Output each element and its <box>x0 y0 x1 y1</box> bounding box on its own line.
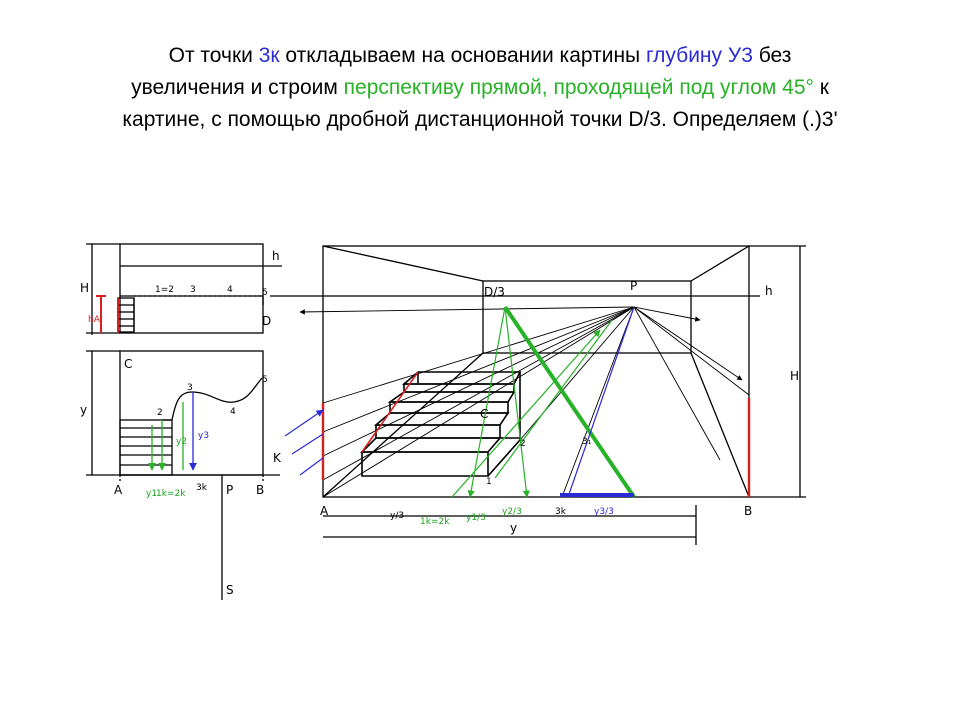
caption-highlight-perspective: перспективу прямой, проходящей под углом… <box>343 76 814 99</box>
label-D-over-3: D/3 <box>484 285 505 299</box>
label-H-small: H <box>80 281 89 295</box>
plan-curve <box>171 377 263 421</box>
left-labels: h H 1=2 3 4 5 D hA C y 2 3 4 5 K A P B S… <box>80 249 282 597</box>
label-K: K <box>273 451 282 465</box>
perspective-view <box>270 245 806 545</box>
label-3k-big: 3k <box>555 507 567 517</box>
caption-line-1: От точки 3к откладываем на основании кар… <box>0 40 960 72</box>
label-hA: hA <box>88 315 101 325</box>
caption-text: без <box>752 44 792 67</box>
label-1k-2k-small: 1k=2k <box>156 489 186 499</box>
caption-text: увеличения и строим <box>131 76 344 99</box>
green-45-degree-line <box>503 305 636 499</box>
label-plan-point-3: 3 <box>187 383 193 393</box>
label-plan-point-2: 2 <box>157 408 163 418</box>
stairs-plan <box>119 419 173 476</box>
label-y1-over-3: y1/3 <box>466 513 486 523</box>
plan-view <box>86 350 280 600</box>
label-C-big: C <box>480 407 488 421</box>
label-y3-over-3: y3/3 <box>594 507 614 517</box>
caption-highlight-3k: 3к <box>258 44 280 67</box>
label-B-small: B <box>256 483 264 497</box>
label-A-small: A <box>114 483 123 497</box>
caption-line-2: увеличения и строим перспективу прямой, … <box>0 72 960 104</box>
caption-text: откладываем на основании картины <box>279 44 646 67</box>
label-y-big: y <box>510 521 517 535</box>
blue-depth-line <box>567 306 635 498</box>
label-point-5: 5 <box>262 288 268 298</box>
label-plan-point-5: 5 <box>262 375 268 385</box>
plan-view-frame <box>119 350 264 476</box>
label-y1: y1 <box>146 489 157 499</box>
caption-text: От точки <box>168 44 259 67</box>
perspective-labels: D/3 P h H C 1 2 3₁ A B y/3 1k=2k y1/3 y2… <box>320 279 799 535</box>
label-S: S <box>226 583 234 597</box>
label-1-big: 1 <box>486 477 492 487</box>
front-view <box>86 243 282 335</box>
label-h-small: h <box>272 249 280 263</box>
caption-line-3: картине, с помощью дробной дистанционной… <box>122 108 838 131</box>
label-C: C <box>124 357 132 371</box>
label-A-big: A <box>320 504 329 518</box>
label-P-big: P <box>630 279 637 293</box>
label-point-3: 3 <box>190 285 196 295</box>
label-H-big: H <box>790 369 799 383</box>
caption: От точки 3к откладываем на основании кар… <box>0 40 960 136</box>
stairs-perspective <box>360 371 522 477</box>
label-y2: y2 <box>176 437 187 447</box>
label-point-4: 4 <box>227 285 233 295</box>
label-y2-over-3: y2/3 <box>502 507 522 517</box>
label-P-small: P <box>226 483 233 497</box>
front-view-frame <box>119 243 264 334</box>
label-3k-small: 3k <box>196 483 208 493</box>
label-B-big: B <box>744 504 752 518</box>
label-2-big: 2 <box>520 439 526 449</box>
label-y-over-3: y/3 <box>390 511 404 521</box>
label-plan-point-4: 4 <box>230 407 236 417</box>
label-y-small: y <box>80 403 87 417</box>
label-3-prime: 3₁ <box>582 437 592 447</box>
picture-frame <box>322 245 750 498</box>
label-D: D <box>262 314 271 328</box>
label-points-1-2: 1=2 <box>155 285 174 295</box>
label-y3: y3 <box>198 431 209 441</box>
caption-text: к <box>813 76 829 99</box>
caption-highlight-depth: глубину У3 <box>645 44 753 67</box>
label-1k-2k-big: 1k=2k <box>420 517 450 527</box>
label-h-big: h <box>765 284 773 298</box>
